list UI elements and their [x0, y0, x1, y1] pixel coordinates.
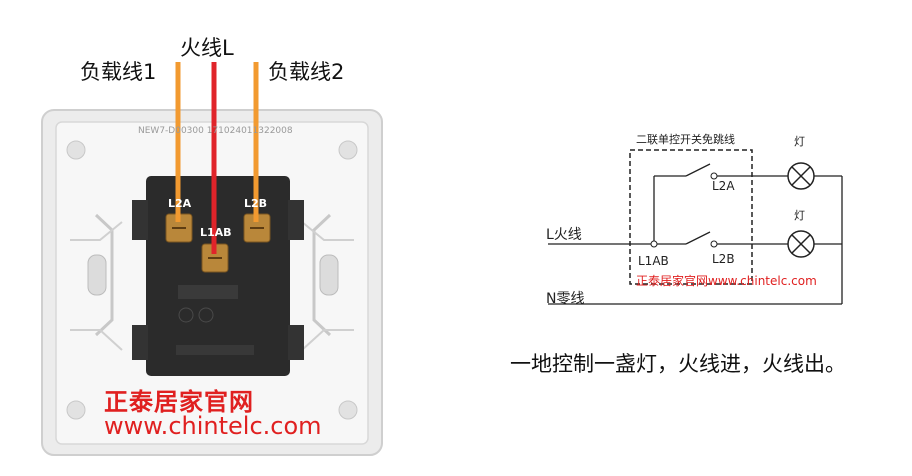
lamp-2-label: 灯	[794, 209, 805, 222]
load-wire-2-label: 负载线2	[268, 60, 345, 84]
schematic-watermark: 正泰居家官网www.chintelc.com	[636, 274, 817, 288]
node-l2a-label: L2A	[712, 179, 735, 193]
diagram-caption: 一地控制一盏灯，火线进，火线出。	[510, 352, 846, 376]
node-l2b-label: L2B	[712, 252, 735, 266]
watermark-brand: 正泰居家官网	[104, 388, 254, 416]
load-wire-1-label: 负载线1	[80, 60, 157, 84]
lamp-1-label: 灯	[794, 135, 805, 148]
plate-engraving: NEW7-D00300 171024011322008	[138, 126, 293, 136]
switch-back-photo	[41, 62, 383, 456]
node-l1ab-label: L1AB	[638, 254, 669, 268]
live-wire-label: 火线L	[180, 36, 234, 60]
schematic-box-title: 二联单控开关免跳线	[636, 133, 735, 146]
neutral-line-label: N零线	[546, 291, 585, 307]
watermark-url: www.chintelc.com	[104, 412, 322, 440]
terminal-l2b-label: L2B	[244, 197, 268, 210]
wiring-schematic	[548, 149, 843, 305]
terminal-l1ab-label: L1AB	[200, 226, 232, 239]
live-line-label: L火线	[546, 227, 582, 243]
terminal-l2a-label: L2A	[168, 197, 192, 210]
